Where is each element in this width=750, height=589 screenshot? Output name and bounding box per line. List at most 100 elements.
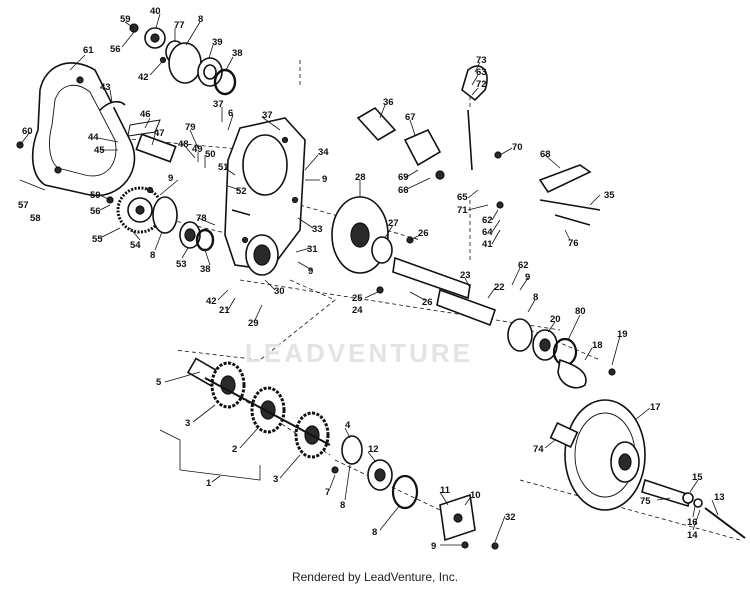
label-54: 54: [130, 240, 141, 251]
label-56a: 56: [110, 44, 121, 55]
label-31: 31: [307, 244, 318, 255]
label-58: 58: [30, 213, 41, 224]
part-labels: 59 56 40 77 8 42 39 38 61 43 37 6 37 46 …: [18, 6, 725, 552]
label-2: 2: [232, 444, 237, 455]
brake-linkage: [356, 65, 601, 226]
label-8e: 8: [372, 527, 377, 538]
label-59a: 59: [120, 14, 131, 25]
label-74: 74: [533, 444, 544, 455]
brake-disc-assembly: [331, 196, 497, 327]
label-53: 53: [176, 259, 187, 270]
label-25: 25: [352, 293, 363, 304]
label-61: 61: [83, 45, 94, 56]
label-18: 18: [592, 340, 603, 351]
label-56b: 56: [90, 206, 101, 217]
label-15: 15: [692, 472, 703, 483]
gear-case: [224, 117, 306, 276]
label-72: 72: [476, 79, 487, 90]
label-19: 19: [617, 329, 628, 340]
render-caption: Rendered by LeadVenture, Inc.: [291, 570, 459, 584]
label-73: 73: [476, 55, 487, 66]
label-77: 77: [174, 20, 185, 31]
label-30: 30: [274, 286, 285, 297]
label-80: 80: [575, 306, 586, 317]
label-37a: 37: [213, 99, 224, 110]
label-47: 47: [154, 128, 165, 139]
label-34: 34: [318, 147, 329, 158]
label-27: 27: [388, 218, 399, 229]
label-52: 52: [236, 186, 247, 197]
watermark-logo: LEADVENTURE: [245, 338, 474, 368]
brake-drum: [549, 399, 746, 539]
label-10: 10: [470, 490, 481, 501]
label-62a: 62: [518, 260, 529, 271]
label-66: 66: [398, 185, 409, 196]
label-38a: 38: [232, 48, 243, 59]
label-51: 51: [218, 162, 229, 173]
label-9a: 9: [322, 174, 327, 185]
label-50: 50: [205, 149, 216, 160]
label-24: 24: [352, 305, 363, 316]
lower-sprocket-parts: [16, 119, 215, 252]
label-16: 16: [687, 517, 698, 528]
label-5: 5: [156, 377, 162, 388]
label-70: 70: [512, 142, 523, 153]
label-1: 1: [206, 478, 212, 489]
label-11: 11: [440, 485, 451, 496]
label-36: 36: [383, 97, 394, 108]
upper-sprocket-parts: [99, 23, 237, 111]
label-9c: 9: [308, 266, 313, 277]
label-8c: 8: [533, 292, 538, 303]
label-8a: 8: [198, 14, 203, 25]
label-41: 41: [482, 239, 493, 250]
label-62b: 62: [482, 215, 493, 226]
label-26b: 26: [422, 297, 433, 308]
chaincase-cover: [31, 62, 136, 197]
label-35: 35: [604, 190, 615, 201]
label-69: 69: [398, 172, 409, 183]
label-8d: 8: [340, 500, 345, 511]
label-38b: 38: [200, 264, 211, 275]
label-49: 49: [192, 144, 203, 155]
label-7: 7: [325, 487, 330, 498]
label-8b: 8: [150, 250, 155, 261]
label-6: 6: [228, 108, 233, 119]
drive-sprockets: [186, 357, 331, 459]
label-12: 12: [368, 444, 379, 455]
label-26a: 26: [418, 228, 429, 239]
label-48: 48: [178, 139, 189, 150]
label-21: 21: [219, 305, 230, 316]
label-65: 65: [457, 192, 468, 203]
label-76: 76: [568, 238, 579, 249]
label-32: 32: [505, 512, 516, 523]
label-60: 60: [22, 126, 33, 137]
label-63: 63: [476, 67, 487, 78]
label-64: 64: [482, 227, 493, 238]
label-43: 43: [100, 82, 111, 93]
label-59b: 59: [90, 190, 101, 201]
label-29: 29: [248, 318, 259, 329]
label-4: 4: [345, 420, 351, 431]
label-23: 23: [460, 270, 471, 281]
label-13: 13: [714, 492, 725, 503]
label-3a: 3: [185, 418, 190, 429]
label-42a: 42: [138, 72, 149, 83]
label-33: 33: [312, 224, 323, 235]
label-9b: 9: [168, 173, 173, 184]
label-67: 67: [405, 112, 416, 123]
label-79: 79: [185, 122, 196, 133]
label-22: 22: [494, 282, 505, 293]
label-45: 45: [94, 145, 105, 156]
right-bearing-stack: [507, 318, 616, 389]
leader-lines: [19, 13, 719, 546]
label-39: 39: [212, 37, 223, 48]
label-46: 46: [140, 109, 151, 120]
lower-bearing-hardware: [331, 435, 499, 550]
label-14: 14: [687, 530, 698, 541]
label-3b: 3: [273, 474, 278, 485]
label-42b: 42: [206, 296, 217, 307]
label-78: 78: [196, 213, 207, 224]
label-44: 44: [88, 132, 99, 143]
